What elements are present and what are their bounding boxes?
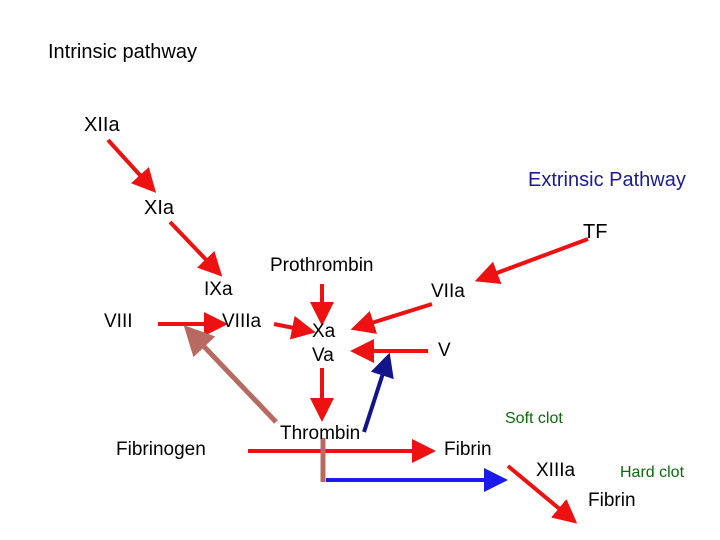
soft-clot-label: Soft clot bbox=[505, 410, 563, 427]
factor-viiia: VIIIa bbox=[222, 311, 262, 332]
factor-viia: VIIa bbox=[431, 281, 465, 302]
fibrin: Fibrin bbox=[444, 439, 492, 460]
fibrinogen: Fibrinogen bbox=[116, 439, 206, 460]
arrow-fibrin-to-hard-fibrin bbox=[506, 464, 578, 524]
arrow-viia-to-xa bbox=[350, 302, 433, 334]
intrinsic-pathway-title: Intrinsic pathway bbox=[48, 41, 197, 63]
factor-xa: Xa bbox=[312, 321, 336, 342]
factor-v: V bbox=[438, 340, 451, 361]
extrinsic-pathway-title: Extrinsic Pathway bbox=[528, 169, 686, 191]
arrow-thrombin-to-va bbox=[362, 352, 394, 433]
factor-va: Va bbox=[312, 345, 334, 366]
factor-xiia: XIIa bbox=[84, 114, 120, 136]
arrow-viiia-to-xa bbox=[273, 315, 316, 340]
fibrin-hard-clot: Fibrin bbox=[588, 490, 636, 511]
factor-xiiia: XIIIa bbox=[536, 460, 576, 481]
thrombin: Thrombin bbox=[280, 423, 361, 444]
arrow-xiia-to-xia bbox=[106, 138, 157, 193]
tissue-factor: TF bbox=[583, 221, 608, 243]
arrow-thrombin-to-viiia bbox=[183, 325, 278, 424]
factor-ixa: IXa bbox=[204, 279, 233, 300]
factor-xia: XIa bbox=[144, 197, 175, 219]
hard-clot-label: Hard clot bbox=[620, 464, 685, 481]
arrow-tf-to-viia bbox=[474, 237, 589, 285]
arrow-xia-to-ixa bbox=[168, 220, 223, 277]
factor-viii: VIII bbox=[104, 311, 133, 332]
prothrombin: Prothrombin bbox=[270, 255, 374, 276]
